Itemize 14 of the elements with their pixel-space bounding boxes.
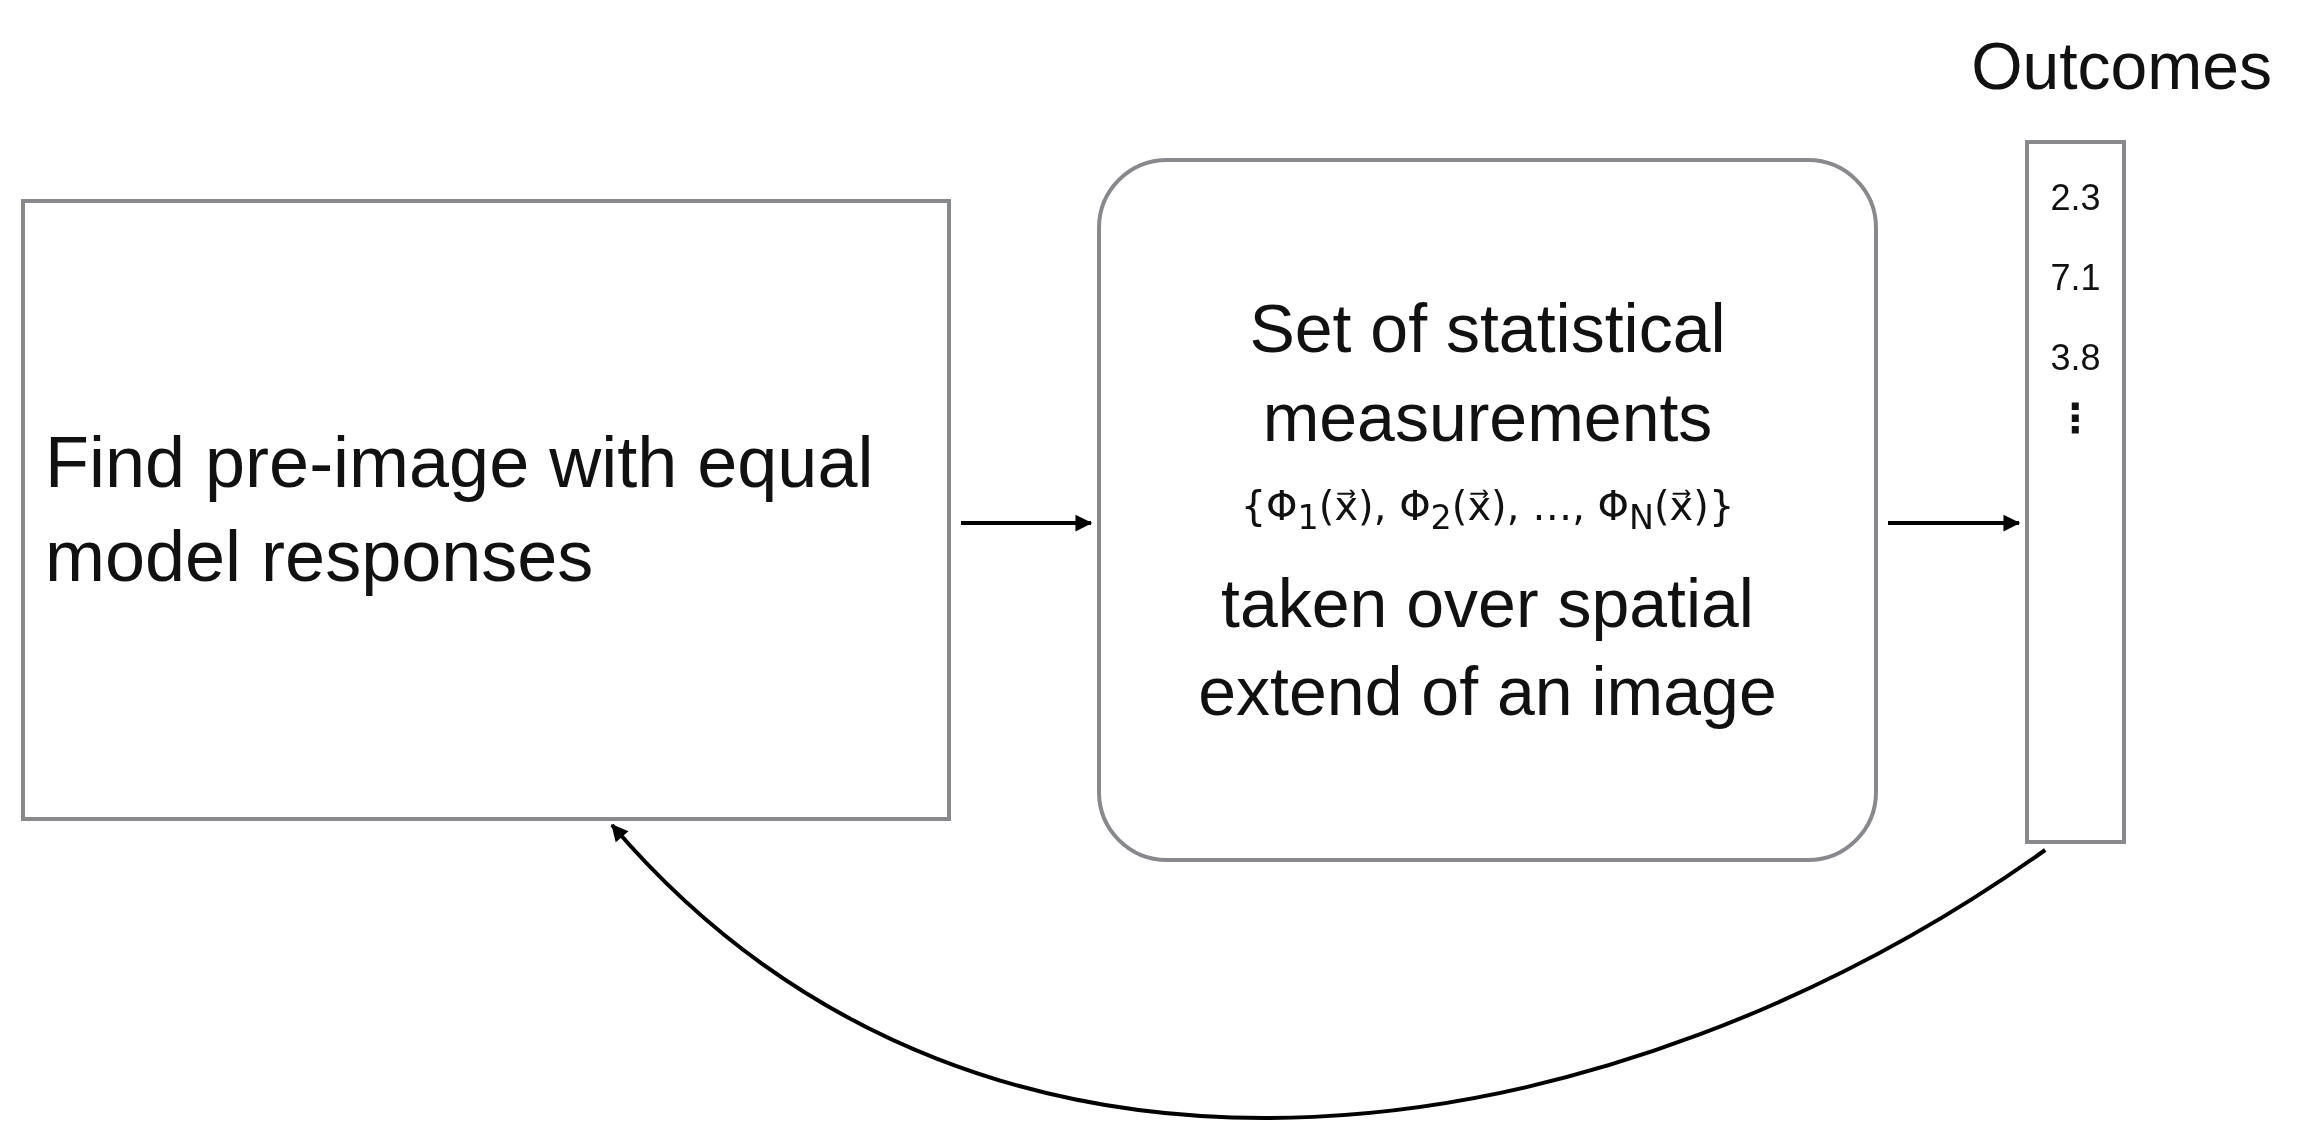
arrow (1888, 514, 2021, 532)
box-text: Set of statistical measurements (1248, 289, 1727, 457)
value-text: 2.3 (2050, 176, 2101, 220)
box-text: Find pre-image with equal model responses (45, 421, 875, 598)
ellipsis-text: ⋮ (2055, 398, 2096, 438)
arrow (610, 823, 2047, 1119)
process-box (21, 199, 951, 821)
heading-label: Outcomes (1971, 28, 2272, 104)
formula-text: {Φ$_{1}$(x⃗), Φ$_{2}$(x⃗), …, Φ$_{N}$(x⃗)} (1240, 483, 1735, 537)
value-text: 3.8 (2050, 336, 2101, 380)
box-text: taken over spatial extend of an image (1197, 564, 1778, 732)
arrow (961, 514, 1093, 532)
value-text: 7.1 (2050, 256, 2101, 300)
rounded-box (1097, 158, 1878, 862)
